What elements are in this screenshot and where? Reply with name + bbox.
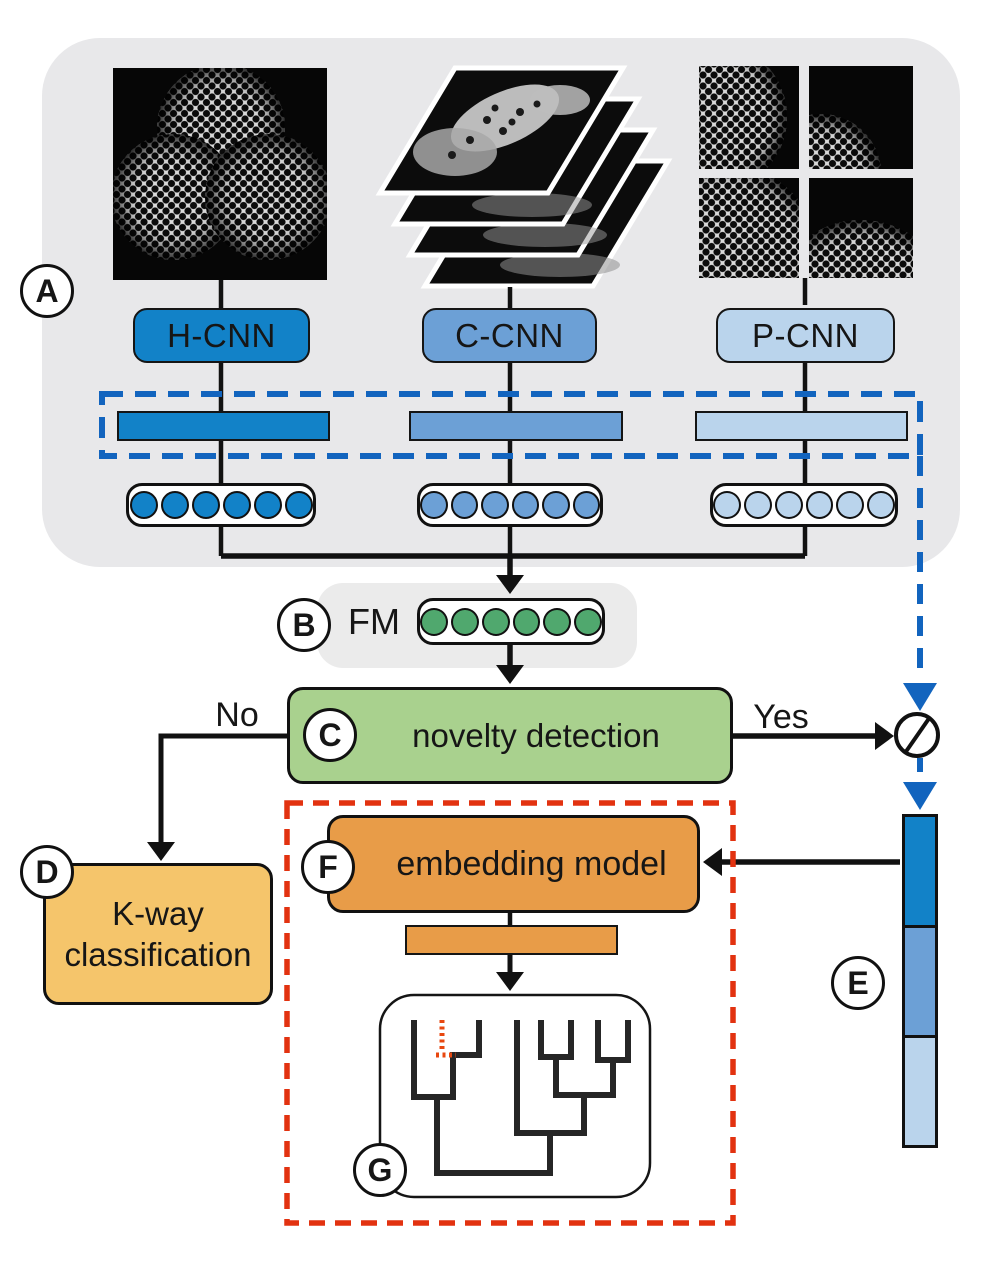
c-feature-bar bbox=[409, 411, 623, 441]
pollen-lobe bbox=[205, 134, 327, 260]
patch-tile-1 bbox=[699, 66, 799, 169]
no-label: No bbox=[215, 695, 259, 734]
red-dashed-region bbox=[284, 800, 736, 1226]
e-bar-segment-h bbox=[902, 814, 938, 928]
h-feature-vector bbox=[126, 483, 316, 527]
h-cnn-label: H-CNN bbox=[167, 316, 276, 354]
gate-symbol bbox=[894, 712, 940, 758]
pollen-fragment bbox=[699, 66, 787, 169]
module-letter: F bbox=[318, 848, 338, 885]
module-letter: C bbox=[318, 716, 342, 753]
cross-section-stack-image bbox=[375, 65, 673, 289]
p-cnn-label: P-CNN bbox=[752, 316, 859, 354]
feature-dot bbox=[481, 607, 510, 636]
pollen-fragment bbox=[699, 178, 799, 278]
feature-dot bbox=[160, 491, 189, 519]
patch-tile-2 bbox=[809, 66, 913, 169]
hologram-image bbox=[113, 68, 327, 280]
kway-classification-label: K-way classification bbox=[64, 893, 251, 976]
p-feature-vector bbox=[710, 483, 898, 527]
feature-dot bbox=[284, 491, 313, 519]
feature-dot bbox=[743, 491, 772, 519]
c-cnn-label: C-CNN bbox=[455, 316, 564, 354]
feature-dot bbox=[129, 491, 158, 519]
blue-dashed-path bbox=[99, 391, 937, 810]
feature-dot bbox=[511, 491, 539, 519]
flow-arrowheads bbox=[147, 575, 894, 991]
module-label-e: E bbox=[831, 956, 885, 1010]
e-bar-segment-p bbox=[902, 1035, 938, 1148]
feature-dot bbox=[574, 607, 602, 636]
module-label-c: C bbox=[303, 708, 357, 762]
embedding-vector-bar bbox=[405, 925, 618, 955]
module-letter: B bbox=[292, 606, 316, 643]
feature-dot bbox=[191, 491, 220, 519]
pollen-fragment bbox=[809, 220, 913, 278]
module-letter: G bbox=[367, 1151, 393, 1188]
kway-line1: K-way bbox=[112, 894, 204, 932]
module-label-d: D bbox=[20, 845, 74, 899]
c-cnn-box: C-CNN bbox=[422, 308, 597, 363]
feature-dot bbox=[542, 491, 570, 519]
feature-dot bbox=[222, 491, 251, 519]
p-feature-bar bbox=[695, 411, 908, 441]
module-letter: D bbox=[35, 853, 59, 890]
h-cnn-box: H-CNN bbox=[133, 308, 310, 363]
feature-dot bbox=[713, 491, 741, 519]
kway-line2: classification bbox=[64, 936, 252, 973]
feature-dot bbox=[450, 491, 478, 519]
h-feature-bar bbox=[117, 411, 330, 441]
novelty-detection-box: novelty detection bbox=[287, 687, 733, 784]
feature-dot bbox=[420, 607, 448, 636]
kway-classification-box: K-way classification bbox=[43, 863, 273, 1005]
module-label-a: A bbox=[20, 264, 74, 318]
feature-dot bbox=[805, 491, 834, 519]
patch-tile-3 bbox=[699, 178, 799, 278]
decision-connectors bbox=[158, 733, 900, 974]
dendrogram-tree bbox=[411, 1020, 631, 1176]
feature-dot bbox=[253, 491, 282, 519]
module-label-b: B bbox=[277, 598, 331, 652]
feature-dot bbox=[512, 607, 541, 636]
module-letter: A bbox=[35, 272, 59, 309]
yes-label: Yes bbox=[753, 697, 809, 736]
module-letter: E bbox=[847, 964, 869, 1001]
c-feature-vector bbox=[417, 483, 603, 527]
embedding-model-label: embedding model bbox=[396, 844, 667, 883]
feature-dot bbox=[867, 491, 895, 519]
feature-dot bbox=[450, 607, 479, 636]
novelty-detection-label: novelty detection bbox=[412, 716, 660, 754]
pollen-fragment bbox=[809, 114, 881, 169]
p-cnn-box: P-CNN bbox=[716, 308, 895, 363]
feature-dot bbox=[420, 491, 448, 519]
feature-dot bbox=[836, 491, 865, 519]
fm-label: FM bbox=[348, 601, 400, 642]
feature-dot bbox=[774, 491, 803, 519]
new-species-branch bbox=[436, 1020, 456, 1058]
fused-feature-vector bbox=[417, 598, 605, 645]
dendrogram-panel bbox=[378, 993, 652, 1199]
feature-dot bbox=[543, 607, 572, 636]
e-bar-segment-c bbox=[902, 925, 938, 1038]
patch-tile-4 bbox=[809, 178, 913, 278]
feature-dot bbox=[481, 491, 509, 519]
feature-dot bbox=[572, 491, 600, 519]
embedding-model-box: embedding model bbox=[327, 815, 700, 913]
module-label-f: F bbox=[301, 840, 355, 894]
module-label-g: G bbox=[353, 1143, 407, 1197]
